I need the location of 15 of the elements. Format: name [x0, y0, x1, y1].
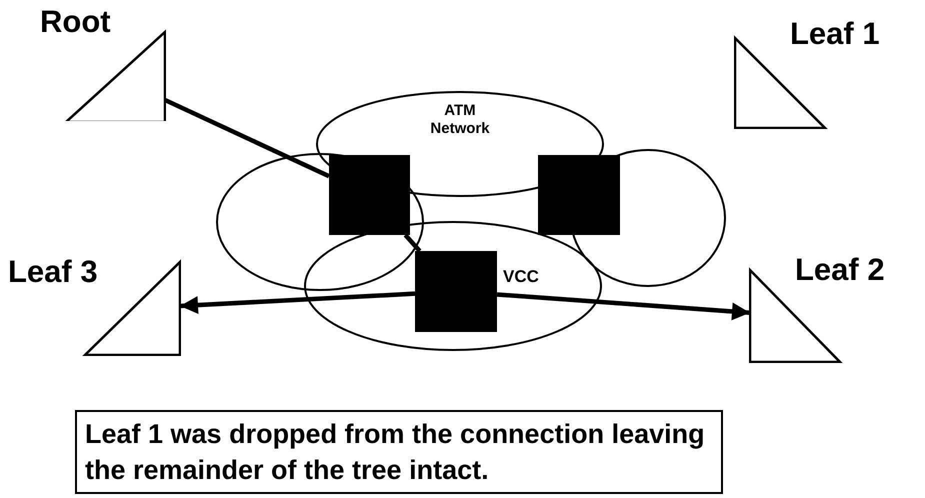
arrow [496, 292, 750, 320]
node-label: Leaf 1 [790, 18, 880, 49]
connection-line [164, 98, 330, 178]
switch-box [329, 155, 410, 235]
vcc-label: VCC [503, 268, 539, 285]
note-text: Leaf 1 was dropped from the connection leaving the remainder of the tree intact. [85, 418, 706, 488]
arrow [180, 291, 416, 314]
switch-box [538, 155, 620, 235]
switch-box [415, 251, 497, 332]
node-label: Leaf 2 [795, 254, 885, 285]
connection-line [404, 234, 422, 252]
node-label: Root [40, 6, 111, 37]
network-label: ATM Network [429, 102, 491, 138]
node-label: Leaf 3 [8, 256, 98, 287]
note-box [75, 410, 723, 494]
